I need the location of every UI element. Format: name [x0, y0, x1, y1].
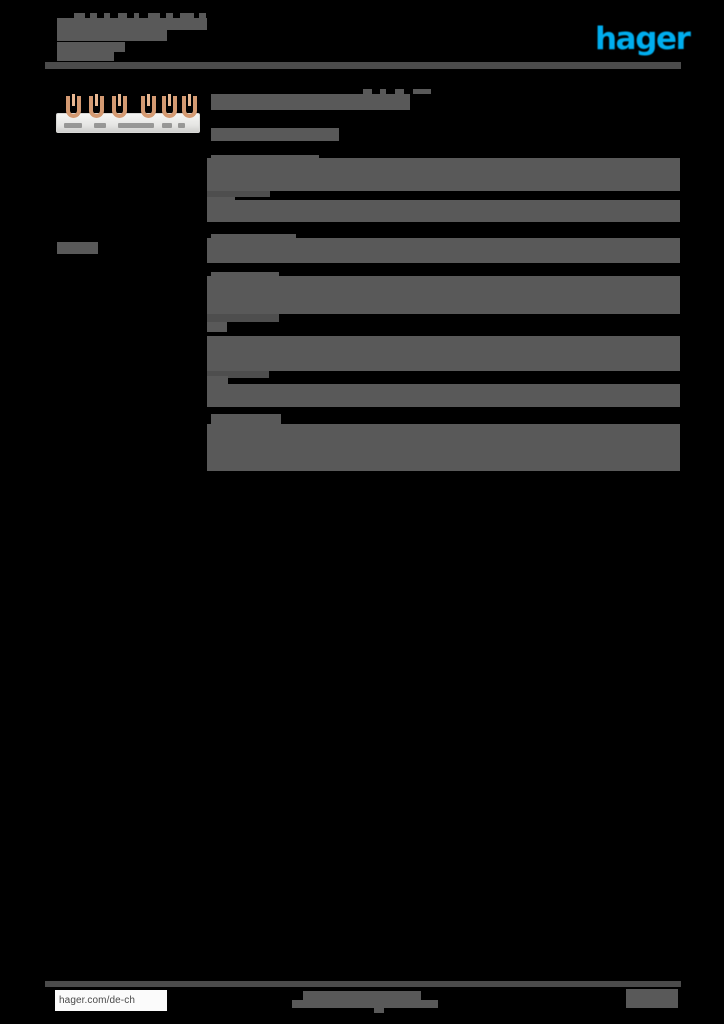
- spec-row-value: [207, 158, 680, 191]
- notch: [363, 89, 372, 94]
- spec-row-gap: [207, 191, 270, 197]
- spec-row-gap: [207, 371, 269, 378]
- notch: [413, 89, 431, 94]
- header-divider: [45, 62, 681, 69]
- document-title-line-1: [57, 18, 207, 30]
- busbar-print-mark: [118, 123, 154, 128]
- sidebar-category-label: [57, 242, 98, 254]
- busbar-print-mark: [94, 123, 106, 128]
- busbar-prong-icon: [141, 94, 156, 118]
- footer-website-link[interactable]: hager.com/de-ch: [55, 990, 167, 1011]
- title-notch: [166, 13, 173, 18]
- document-title-line-2: [57, 30, 167, 41]
- spec-row-value: [207, 384, 680, 407]
- busbar-print-mark: [162, 123, 172, 128]
- notch: [395, 89, 404, 94]
- busbar-print-mark: [64, 123, 82, 128]
- busbar-prong-icon: [162, 94, 177, 118]
- busbar-print-mark: [178, 123, 185, 128]
- title-notch: [118, 13, 127, 18]
- section-heading: [211, 94, 410, 110]
- hager-logo: hager: [595, 21, 691, 57]
- title-notch: [90, 13, 97, 18]
- title-notch: [148, 13, 160, 18]
- document-subtitle-line-1: [57, 42, 125, 52]
- title-notch: [74, 13, 85, 18]
- busbar-prong-icon: [112, 94, 127, 118]
- spec-row-indent: [207, 430, 235, 466]
- footer-text-line-1: [303, 991, 421, 1000]
- busbar-prong-icon: [66, 94, 81, 118]
- spec-row-value: [207, 276, 680, 314]
- spec-row-label: [207, 322, 227, 332]
- spec-row-label: [211, 414, 281, 427]
- spec-row-value: [207, 200, 680, 222]
- spec-row-value: [207, 336, 680, 371]
- spec-row-inner-gap: [207, 244, 245, 252]
- page-header: hager: [0, 0, 724, 78]
- notch: [380, 89, 386, 94]
- busbar-prong-icon: [89, 94, 104, 118]
- title-notch: [134, 13, 139, 18]
- title-notch: [104, 13, 110, 18]
- product-image-busbar: [56, 89, 200, 133]
- spec-row-gap: [207, 314, 279, 322]
- spec-row-value: [207, 424, 680, 471]
- footer-text-line-3: [374, 1008, 384, 1013]
- title-notch: [199, 13, 206, 18]
- footer-text-line-2: [292, 1000, 438, 1008]
- document-subtitle-line-2: [57, 52, 114, 61]
- title-notch: [180, 13, 194, 18]
- busbar-prong-icon: [182, 94, 197, 118]
- section-subheading: [211, 128, 339, 141]
- spec-row-label: [207, 376, 228, 386]
- footer-divider: [45, 981, 681, 987]
- footer-page-badge: [626, 989, 678, 1008]
- spec-row-value: [207, 238, 680, 263]
